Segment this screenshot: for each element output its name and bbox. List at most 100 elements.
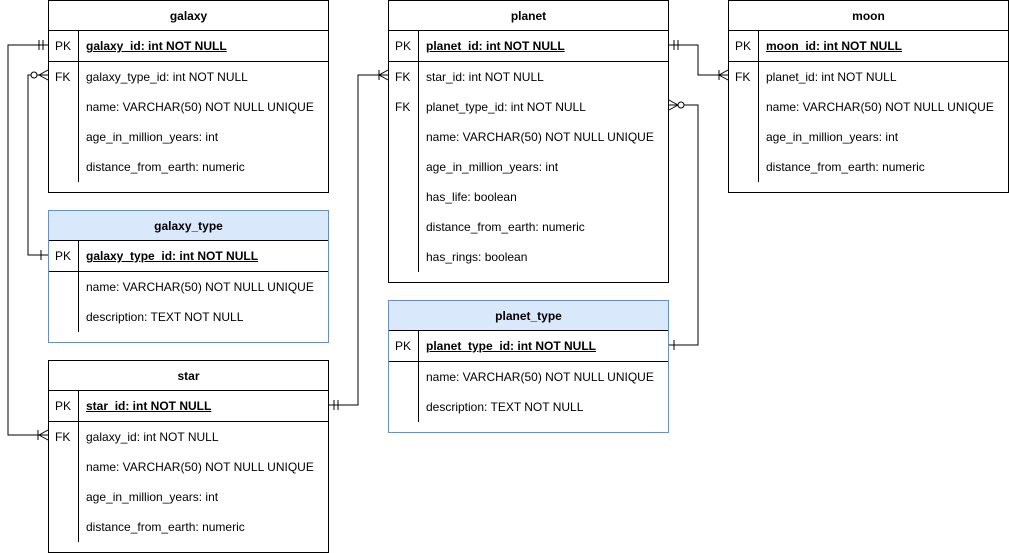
key-divider bbox=[418, 362, 419, 422]
field-row[interactable]: FK galaxy_type_id: int NOT NULL bbox=[49, 62, 328, 92]
pk-row[interactable]: PK planet_type_id: int NOT NULL bbox=[389, 331, 668, 361]
field-row[interactable]: has_rings: boolean bbox=[389, 242, 668, 272]
field-row[interactable]: description: TEXT NOT NULL bbox=[389, 392, 668, 422]
field-row[interactable]: distance_from_earth: numeric bbox=[389, 212, 668, 242]
field-name: galaxy_type_id: int NOT NULL bbox=[86, 70, 248, 84]
field-row[interactable]: name: VARCHAR(50) NOT NULL UNIQUE bbox=[49, 272, 328, 302]
field-row[interactable]: name: VARCHAR(50) NOT NULL UNIQUE bbox=[49, 92, 328, 122]
key-divider bbox=[418, 331, 419, 361]
field-row[interactable]: age_in_million_years: int bbox=[729, 122, 1008, 152]
field-name: age_in_million_years: int bbox=[766, 130, 899, 144]
field-row[interactable]: age_in_million_years: int bbox=[389, 152, 668, 182]
entity-padding bbox=[49, 182, 328, 192]
entity-padding bbox=[389, 422, 668, 432]
key-divider bbox=[78, 422, 79, 542]
field-section: name: VARCHAR(50) NOT NULL UNIQUE descrip… bbox=[389, 362, 668, 432]
crow-foot-many-marker bbox=[718, 69, 729, 81]
field-name: distance_from_earth: numeric bbox=[86, 520, 245, 534]
key-label: FK bbox=[735, 70, 751, 84]
key-divider bbox=[78, 241, 79, 271]
key-divider bbox=[418, 31, 419, 61]
field-name: age_in_million_years: int bbox=[426, 160, 559, 174]
zero-marker-circle bbox=[30, 71, 38, 79]
field-name: star_id: int NOT NULL bbox=[86, 399, 212, 413]
relationship-galaxytype-galaxy-line bbox=[27, 74, 48, 256]
field-name: name: VARCHAR(50) NOT NULL UNIQUE bbox=[426, 370, 654, 384]
field-row[interactable]: description: TEXT NOT NULL bbox=[49, 302, 328, 332]
pk-row[interactable]: PK galaxy_type_id: int NOT NULL bbox=[49, 241, 328, 271]
field-name: distance_from_earth: numeric bbox=[86, 160, 245, 174]
field-name: planet_id: int NOT NULL bbox=[766, 70, 897, 84]
key-label: PK bbox=[395, 39, 412, 53]
field-section: FK planet_id: int NOT NULL name: VARCHAR(5… bbox=[729, 62, 1008, 192]
key-label: PK bbox=[395, 339, 412, 353]
field-name: name: VARCHAR(50) NOT NULL UNIQUE bbox=[86, 280, 314, 294]
field-name: name: VARCHAR(50) NOT NULL UNIQUE bbox=[86, 460, 314, 474]
field-name: description: TEXT NOT NULL bbox=[86, 310, 244, 324]
field-row[interactable]: age_in_million_years: int bbox=[49, 482, 328, 512]
entity-title: moon bbox=[729, 1, 1008, 31]
field-name: planet_type_id: int NOT NULL bbox=[426, 339, 597, 353]
key-divider bbox=[758, 31, 759, 61]
primary-key-section: PK planet_type_id: int NOT NULL bbox=[389, 331, 668, 362]
entity-padding bbox=[729, 182, 1008, 192]
field-name: galaxy_id: int NOT NULL bbox=[86, 430, 219, 444]
entity-title: star bbox=[49, 361, 328, 391]
key-label: FK bbox=[55, 70, 71, 84]
relationship-planet-moon-line bbox=[669, 44, 728, 76]
key-label: PK bbox=[735, 39, 752, 53]
field-row[interactable]: name: VARCHAR(50) NOT NULL UNIQUE bbox=[389, 362, 668, 392]
key-label: PK bbox=[55, 249, 72, 263]
field-section: FK galaxy_type_id: int NOT NULL name: VARC… bbox=[49, 62, 328, 192]
field-row[interactable]: age_in_million_years: int bbox=[49, 122, 328, 152]
pk-row[interactable]: PK planet_id: int NOT NULL bbox=[389, 31, 668, 61]
field-name: age_in_million_years: int bbox=[86, 130, 219, 144]
entity-padding bbox=[389, 272, 668, 282]
field-name: galaxy_type_id: int NOT NULL bbox=[86, 249, 259, 263]
entity-title: galaxy bbox=[49, 1, 328, 31]
entity-padding bbox=[49, 332, 328, 342]
field-row[interactable]: distance_from_earth: numeric bbox=[49, 512, 328, 542]
entity-title: planet_type bbox=[389, 301, 668, 331]
field-row[interactable]: name: VARCHAR(50) NOT NULL UNIQUE bbox=[389, 122, 668, 152]
field-name: age_in_million_years: int bbox=[86, 490, 219, 504]
field-row[interactable]: name: VARCHAR(50) NOT NULL UNIQUE bbox=[729, 92, 1008, 122]
field-name: has_rings: boolean bbox=[426, 250, 528, 264]
zero-marker-circle bbox=[677, 101, 685, 109]
field-row[interactable]: distance_from_earth: numeric bbox=[729, 152, 1008, 182]
crow-foot-many-marker bbox=[668, 99, 679, 111]
field-name: planet_type_id: int NOT NULL bbox=[426, 100, 586, 114]
key-divider bbox=[78, 31, 79, 61]
field-name: has_life: boolean bbox=[426, 190, 517, 204]
field-name: name: VARCHAR(50) NOT NULL UNIQUE bbox=[766, 100, 994, 114]
primary-key-section: PK galaxy_type_id: int NOT NULL bbox=[49, 241, 328, 272]
crow-foot-many-marker bbox=[378, 69, 389, 81]
field-row[interactable]: distance_from_earth: numeric bbox=[49, 152, 328, 182]
key-divider bbox=[78, 272, 79, 332]
field-row[interactable]: FK planet_id: int NOT NULL bbox=[729, 62, 1008, 92]
field-name: planet_id: int NOT NULL bbox=[426, 39, 565, 53]
relationship-planettype-planet-line bbox=[669, 104, 699, 346]
relationship-galaxy-star-line bbox=[7, 44, 48, 436]
key-divider bbox=[418, 62, 419, 272]
field-row[interactable]: has_life: boolean bbox=[389, 182, 668, 212]
field-row[interactable]: name: VARCHAR(50) NOT NULL UNIQUE bbox=[49, 452, 328, 482]
